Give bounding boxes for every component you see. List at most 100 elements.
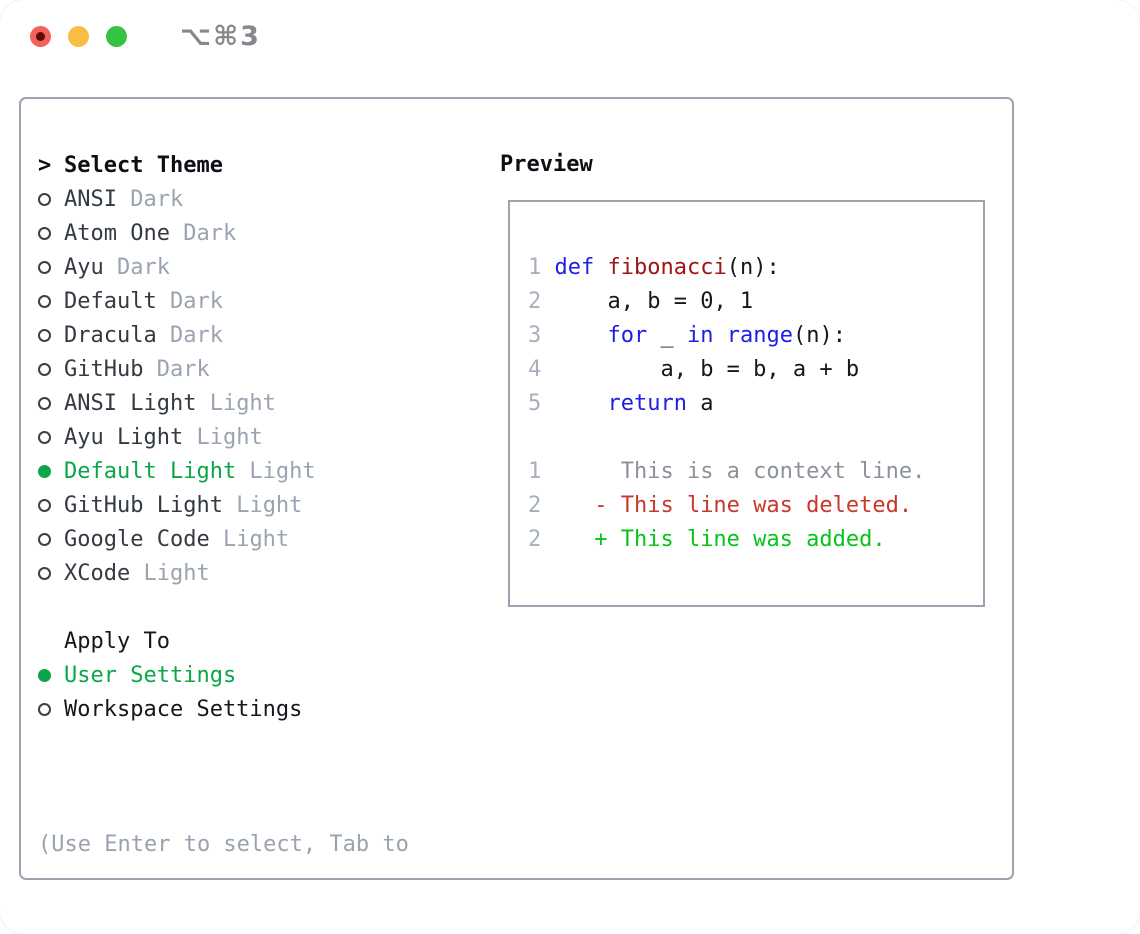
theme-option-label: Dracula Dark (64, 323, 223, 348)
diff-text: - This line was deleted. (541, 493, 913, 518)
theme-option-label: ANSI Light Light (64, 391, 276, 416)
theme-option-label: Ayu Light Light (64, 425, 263, 450)
diff-line-context: 1 This is a context line. (528, 455, 983, 489)
theme-name: Ayu (64, 254, 104, 280)
theme-variant: Light (196, 390, 276, 416)
code-token: (n): (792, 323, 846, 348)
minimize-button[interactable] (68, 26, 89, 47)
radio-icon (38, 192, 51, 206)
code-token: def (554, 255, 595, 280)
radio-icon (38, 396, 51, 410)
theme-option-label: GitHub Light Light (64, 493, 302, 518)
apply-option-label: User Settings (64, 662, 237, 688)
code-line: 5 return a (528, 387, 983, 421)
code-token (555, 323, 608, 348)
theme-variant: Dark (103, 254, 170, 280)
theme-variant: Light (183, 424, 263, 450)
line-number: 5 (528, 391, 542, 416)
theme-option-label: Ayu Dark (64, 255, 170, 280)
line-number: 2 (528, 493, 542, 518)
diff-line-added: 2 + This line was added. (528, 523, 983, 557)
theme-option-xcode-light[interactable]: XCode Light (38, 556, 409, 590)
line-number: 2 (528, 527, 542, 552)
close-button[interactable] (30, 26, 51, 47)
theme-option-ayu-dark[interactable]: Ayu Dark (38, 250, 409, 284)
diff-text: + This line was added. (541, 527, 886, 552)
theme-option-ansi-light-light[interactable]: ANSI Light Light (38, 386, 409, 420)
radio-icon (38, 362, 51, 376)
code-line: 3 for _ in range(n): (528, 319, 983, 353)
line-number: 3 (528, 323, 542, 348)
hint-text: (Use Enter to select, Tab to change focu… (38, 760, 409, 934)
theme-name: Dracula (64, 322, 157, 348)
code-token: for (607, 323, 648, 348)
apply-to-header-row: Apply To (38, 624, 409, 658)
theme-option-github-light-light[interactable]: GitHub Light Light (38, 488, 409, 522)
theme-variant: Dark (116, 186, 184, 212)
code-token: a, b = b, a + b (554, 357, 860, 382)
radio-icon (38, 430, 51, 444)
radio-selected-icon (38, 464, 51, 478)
line-number: 2 (528, 289, 542, 314)
spacer (38, 726, 409, 760)
radio-icon (38, 532, 51, 546)
line-number: 1 (528, 255, 542, 280)
theme-option-default-dark[interactable]: Default Dark (38, 284, 409, 318)
theme-name: ANSI Light (64, 390, 197, 416)
radio-icon (38, 566, 51, 580)
diff-preview: 1 This is a context line.2 - This line w… (528, 455, 983, 557)
hint-line-2: change focus) (38, 930, 409, 934)
picker-header-row: > Select Theme (38, 148, 409, 182)
theme-option-google-code-light[interactable]: Google Code Light (38, 522, 409, 556)
theme-option-label: Atom One Dark (64, 221, 236, 246)
line-number: 4 (528, 357, 542, 382)
theme-name: GitHub Light (64, 492, 223, 518)
code-line: 1 def fibonacci(n): (528, 251, 983, 285)
theme-option-ansi-dark[interactable]: ANSI Dark (38, 182, 409, 216)
theme-name: Ayu Light (64, 424, 184, 450)
apply-option-workspace-settings[interactable]: Workspace Settings (38, 692, 409, 726)
theme-option-default-light-light[interactable]: Default Light Light (38, 454, 409, 488)
code-line: 4 a, b = b, a + b (528, 353, 983, 387)
radio-icon (38, 702, 51, 716)
close-dot-icon (36, 32, 45, 41)
titlebar: ⌥⌘3 (30, 21, 261, 52)
theme-option-label: Google Code Light (64, 527, 289, 552)
theme-variant: Light (209, 526, 290, 552)
apply-to-title: Apply To (64, 628, 170, 654)
apply-option-label: Workspace Settings (64, 696, 303, 722)
line-number: 1 (528, 459, 542, 484)
theme-option-atom-one-dark[interactable]: Atom One Dark (38, 216, 409, 250)
maximize-button[interactable] (106, 26, 127, 47)
theme-option-ayu-light-light[interactable]: Ayu Light Light (38, 420, 409, 454)
theme-name: Default (64, 288, 157, 314)
theme-option-github-dark[interactable]: GitHub Dark (38, 352, 409, 386)
radio-icon (38, 328, 51, 342)
spacer (38, 590, 409, 624)
radio-icon (38, 498, 51, 512)
code-token (594, 255, 607, 280)
code-token: _ (647, 323, 687, 348)
window-title: ⌥⌘3 (180, 21, 261, 52)
theme-variant: Dark (156, 322, 223, 348)
theme-variant: Light (130, 560, 210, 586)
code-line: 2 a, b = 0, 1 (528, 285, 983, 319)
apply-option-user-settings[interactable]: User Settings (38, 658, 409, 692)
code-token: (n): (726, 255, 780, 280)
theme-name: Default Light (64, 458, 237, 484)
theme-variant: Dark (169, 220, 237, 246)
code-token: a (686, 391, 714, 416)
code-token: in (686, 323, 714, 348)
code-token (713, 323, 726, 348)
theme-variant: Light (236, 458, 316, 484)
diff-line-deleted: 2 - This line was deleted. (528, 489, 983, 523)
theme-name: Google Code (64, 526, 210, 552)
theme-option-dracula-dark[interactable]: Dracula Dark (38, 318, 409, 352)
